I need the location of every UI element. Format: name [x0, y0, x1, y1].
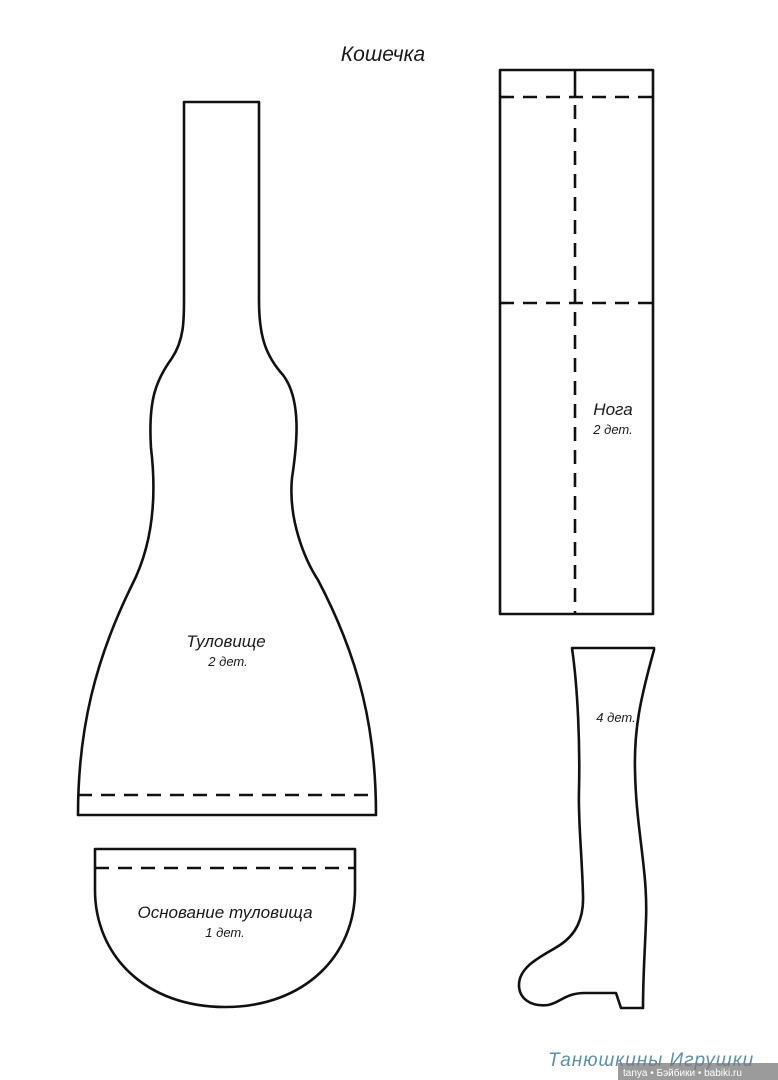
watermark-site: tanya • Бэйбики • babiki.ru [623, 1067, 742, 1079]
leg-label: Нога [593, 400, 632, 419]
boot-piece: 4 дет. [517, 646, 656, 1010]
watermark-site-background [618, 1063, 778, 1080]
leg-piece: Нога 2 дет. [498, 68, 655, 616]
leg-count: 2 дет. [592, 422, 632, 437]
torso-base-piece: Основание туловища 1 дет. [93, 847, 357, 1009]
pattern-title: Кошечка [341, 43, 425, 66]
boot-count: 4 дет. [596, 710, 635, 725]
torso-base-label: Основание туловища [137, 903, 312, 922]
torso-count: 2 дет. [207, 654, 247, 669]
watermark: Танюшкины Игрушки tanya • Бэйбики • babi… [548, 1050, 778, 1080]
torso-piece: Туловище 2 дет. [76, 100, 378, 817]
torso-base-count: 1 дет. [205, 925, 244, 940]
torso-label: Туловище [186, 632, 265, 651]
